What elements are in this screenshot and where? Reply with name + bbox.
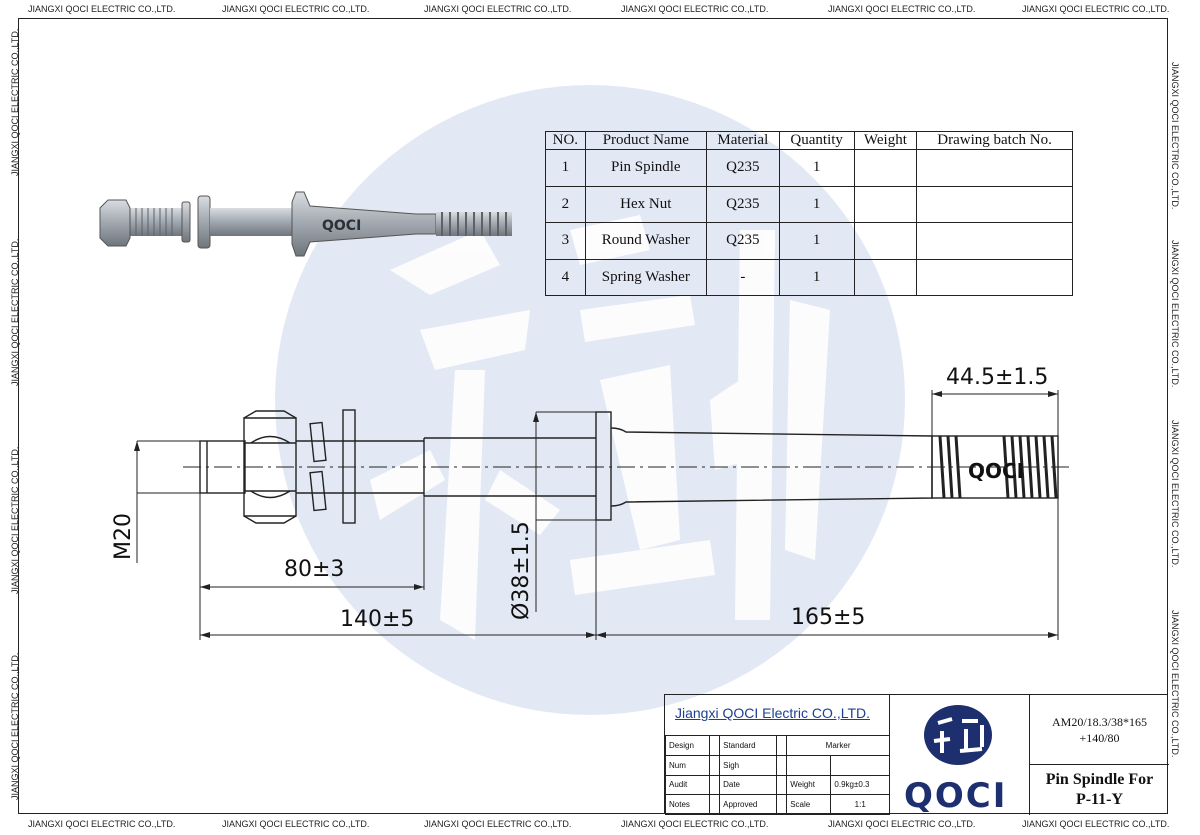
company-name: Jiangxi QOCI Electric CO.,LTD. — [675, 705, 871, 721]
cell: Q235 — [705, 149, 780, 187]
cell — [830, 754, 890, 776]
cell: Q235 — [705, 222, 780, 260]
cell — [776, 735, 788, 756]
cell — [776, 754, 788, 776]
photo-brand-text: QOCI — [322, 218, 361, 234]
cell — [709, 774, 721, 796]
cell — [786, 754, 832, 776]
cell: Hex Nut — [584, 185, 707, 223]
table-row: Notes Approved Scale 1:1 — [664, 794, 890, 815]
title-line-1: Pin Spindle For — [1045, 771, 1154, 788]
table-row: 2 Hex Nut Q235 1 — [545, 185, 1073, 223]
col-no: NO. — [545, 131, 586, 150]
cell: Date — [719, 774, 778, 796]
col-drawing-batch: Drawing batch No. — [916, 131, 1073, 150]
cell: Weight — [786, 774, 832, 796]
cell: Pin Spindle — [584, 149, 707, 187]
drawing-title: Pin Spindle For P-11-Y — [1030, 765, 1169, 815]
watermark-text: JIANGXI QOCI ELECTRIC CO.,LTD. — [28, 819, 176, 829]
dim-thread-size: M20 — [111, 513, 136, 560]
cell: Approved — [719, 794, 778, 815]
logo-text: QOCI — [904, 776, 1007, 815]
cell: Scale — [786, 794, 832, 815]
watermark-text: JIANGXI QOCI ELECTRIC CO.,LTD. — [828, 4, 976, 14]
watermark-text: JIANGXI QOCI ELECTRIC CO.,LTD. — [828, 819, 976, 829]
cell: Audit — [664, 774, 711, 796]
col-weight: Weight — [853, 131, 918, 150]
bottom-watermark-strip: JIANGXI QOCI ELECTRIC CO.,LTD. JIANGXI Q… — [0, 819, 1200, 835]
dim-shank-length: 140±5 — [340, 607, 414, 632]
table-row: Num Sigh — [664, 754, 890, 776]
cell — [776, 774, 788, 796]
cell: Marker — [786, 735, 890, 756]
top-watermark-strip: JIANGXI QOCI ELECTRIC CO.,LTD. JIANGXI Q… — [0, 4, 1200, 20]
watermark-text: JIANGXI QOCI ELECTRIC CO.,LTD. — [424, 4, 572, 14]
watermark-text: JIANGXI QOCI ELECTRIC CO.,LTD. — [222, 819, 370, 829]
watermark-text: JIANGXI QOCI ELECTRIC CO.,LTD. — [1022, 4, 1170, 14]
table-row: Audit Date Weight 0.9kg±0.3 — [664, 774, 890, 796]
drawing-frame — [18, 18, 1168, 814]
table-row: 1 Pin Spindle Q235 1 — [545, 149, 1073, 187]
spec-line-2: +140/80 — [1079, 731, 1120, 745]
spec-cell: AM20/18.3/38*165 +140/80 — [1030, 695, 1169, 765]
dim-diameter: Ø38±1.5 — [509, 521, 534, 620]
cell — [709, 794, 721, 815]
cell — [916, 258, 1073, 296]
watermark-text: JIANGXI QOCI ELECTRIC CO.,LTD. — [621, 819, 769, 829]
cell — [853, 149, 918, 187]
dim-thread-length: 44.5±1.5 — [946, 365, 1048, 390]
watermark-text: JIANGXI QOCI ELECTRIC CO.,LTD. — [1022, 819, 1170, 829]
cell: 1:1 — [830, 794, 890, 815]
spec-line-1: AM20/18.3/38*165 — [1051, 715, 1147, 729]
company-logo: QOCI — [890, 695, 1030, 816]
watermark-text: JIANGXI QOCI ELECTRIC CO.,LTD. — [621, 4, 769, 14]
cell: Spring Washer — [584, 258, 707, 296]
cell: Notes — [664, 794, 711, 815]
col-material: Material — [705, 131, 780, 150]
cell — [916, 185, 1073, 223]
table-row: Design Standard Marker — [664, 735, 890, 756]
watermark-text: JIANGXI QOCI ELECTRIC CO.,LTD. — [28, 4, 176, 14]
cell — [916, 149, 1073, 187]
parts-table: NO. Product Name Material Quantity Weigh… — [545, 131, 1073, 296]
qoci-logo-icon: QOCI — [904, 705, 1007, 816]
cell: Round Washer — [584, 222, 707, 260]
drawing-brand-text: QOCI — [968, 459, 1024, 483]
cell: 4 — [545, 258, 586, 296]
cell — [853, 258, 918, 296]
watermark-text: JIANGXI QOCI ELECTRIC CO.,LTD. — [424, 819, 572, 829]
watermark-text: JIANGXI QOCI ELECTRIC CO.,LTD. — [222, 4, 370, 14]
cell: Sigh — [719, 754, 778, 776]
title-block: Jiangxi QOCI Electric CO.,LTD. Design St… — [664, 694, 1169, 816]
dim-head-length: 165±5 — [791, 605, 865, 630]
cell: Standard — [719, 735, 778, 756]
cell: 2 — [545, 185, 586, 223]
cell: 0.9kg±0.3 — [830, 774, 890, 796]
dim-nut-section: 80±3 — [284, 557, 344, 582]
table-row: 4 Spring Washer - 1 — [545, 258, 1073, 296]
company-cell: Jiangxi QOCI Electric CO.,LTD. — [665, 695, 890, 735]
product-photo: QOCI — [99, 191, 512, 257]
cell — [709, 735, 721, 756]
cell — [776, 794, 788, 815]
title-block-grid: Design Standard Marker Num Sigh Audit Da… — [664, 735, 890, 815]
col-product-name: Product Name — [584, 131, 707, 150]
cell: Num — [664, 754, 711, 776]
cell: Design — [664, 735, 711, 756]
col-quantity: Quantity — [778, 131, 855, 150]
parts-table-header: NO. Product Name Material Quantity Weigh… — [545, 131, 1073, 150]
title-line-2: P-11-Y — [1075, 791, 1124, 808]
cell — [709, 754, 721, 776]
